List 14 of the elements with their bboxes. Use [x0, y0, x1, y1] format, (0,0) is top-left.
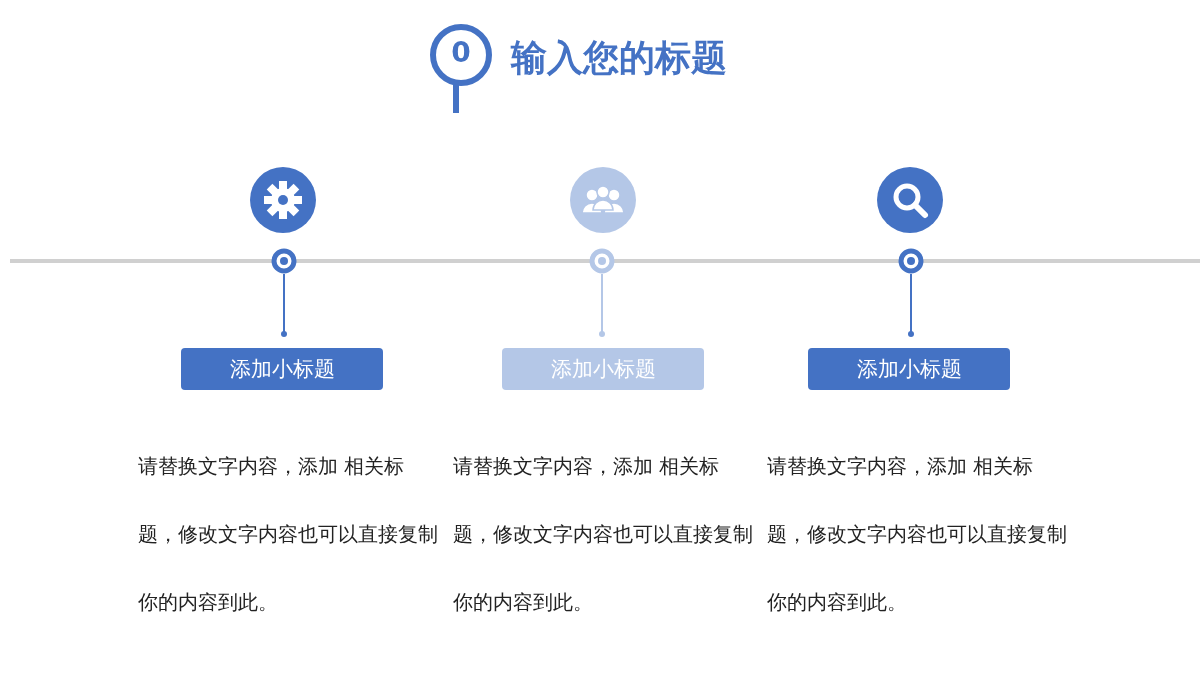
step-number: 0 — [450, 36, 472, 69]
timeline-ring-marker — [271, 248, 297, 274]
timeline-ring-marker — [898, 248, 924, 274]
body-text: 请替换文字内容，添加 相关标题，修改文字内容也可以直接复制你的内容到此。 — [453, 453, 753, 616]
body-text: 请替换文字内容，添加 相关标题，修改文字内容也可以直接复制你的内容到此。 — [767, 453, 1067, 616]
subtitle-tag: 添加小标题 — [808, 348, 1010, 390]
body-text: 请替换文字内容，添加 相关标题，修改文字内容也可以直接复制你的内容到此。 — [138, 453, 438, 616]
timeline-ring-marker — [589, 248, 615, 274]
subtitle-tag: 添加小标题 — [181, 348, 383, 390]
title-text: 输入您的标题 — [511, 36, 727, 80]
connector-line — [281, 273, 287, 337]
connector-line — [908, 273, 914, 337]
subtitle-tag: 添加小标题 — [502, 348, 704, 390]
connector-line — [599, 273, 605, 337]
